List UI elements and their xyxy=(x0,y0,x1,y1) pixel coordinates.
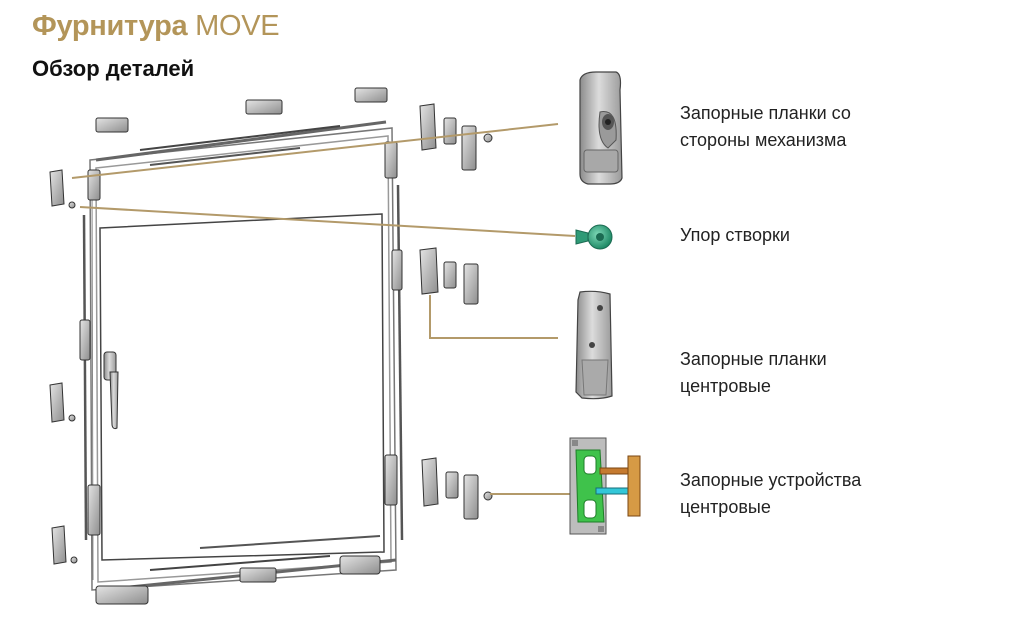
sash-stop-image xyxy=(575,224,613,250)
page-subtitle: Обзор деталей xyxy=(32,56,195,81)
left-strike-keepers xyxy=(49,169,78,565)
label-line: Запорные планки xyxy=(680,349,827,369)
label-line: Запорные устройства xyxy=(680,470,862,490)
title-brand-word: Фурнитура xyxy=(32,10,188,42)
label-line: Упор створки xyxy=(680,225,790,245)
label-center-strike-plates: Запорные планки центровые xyxy=(680,346,827,400)
label-center-locking-devices: Запорные устройства центровые xyxy=(680,467,861,521)
label-mechanism-strike-plates: Запорные планки со стороны механизма xyxy=(680,100,851,154)
label-line: стороны механизма xyxy=(680,130,847,150)
label-sash-stop: Упор створки xyxy=(680,222,790,249)
center-strike-plate-image xyxy=(575,290,613,400)
window-frame xyxy=(82,120,404,592)
leader-line-mechanism-keepers xyxy=(71,123,559,179)
title-product-word: MOVE xyxy=(195,10,280,42)
label-line: центровые xyxy=(680,376,771,396)
leader-line-sash-stop xyxy=(79,206,576,237)
label-line: центровые xyxy=(680,497,771,517)
leader-line-center-keepers xyxy=(429,295,558,339)
mechanism-strike-plate-image xyxy=(579,71,623,185)
label-line: Запорные планки со xyxy=(680,103,851,123)
page-title: Фурнитура MOVE xyxy=(32,10,280,43)
leader-lines xyxy=(71,123,576,495)
window-handle xyxy=(103,351,119,430)
frame-fittings xyxy=(79,87,403,605)
center-locking-device-image xyxy=(569,437,641,535)
